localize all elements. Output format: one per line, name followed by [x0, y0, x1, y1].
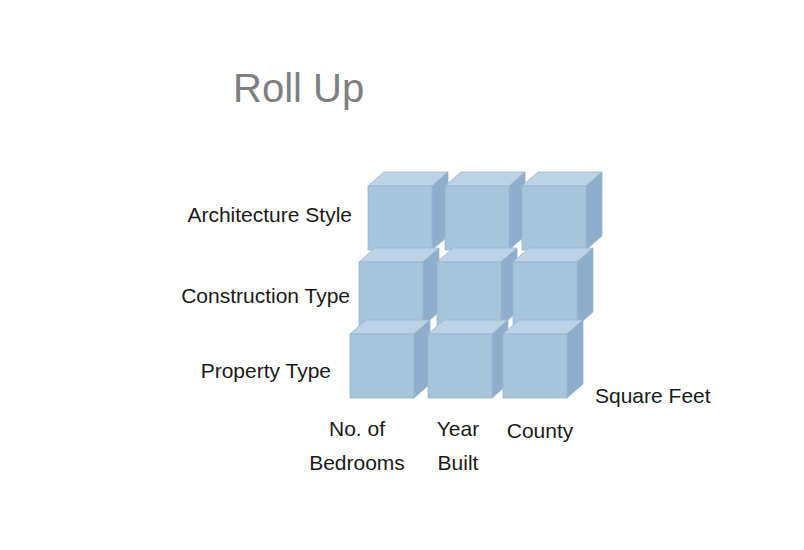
column-dimension-label: No. of Bedrooms	[295, 412, 420, 480]
cube-front	[359, 262, 423, 326]
row-dimension-label: Architecture Style	[187, 198, 352, 232]
cube-front	[503, 334, 567, 398]
column-dimension-label: Year Built	[427, 412, 489, 480]
diagram-title: Roll Up	[233, 65, 364, 111]
row-dimension-label: Construction Type	[181, 279, 350, 313]
column-dimension-label: County	[507, 414, 574, 448]
cube-front	[350, 334, 414, 398]
column-dimension-label: Square Feet	[595, 379, 711, 413]
cube-front	[428, 334, 492, 398]
cube-front	[513, 262, 577, 326]
cube-front	[368, 186, 432, 250]
cube-side	[577, 248, 593, 326]
cube-side	[586, 172, 602, 250]
cube-front	[522, 186, 586, 250]
cube-side	[567, 320, 583, 398]
row-dimension-label: Property Type	[201, 354, 331, 388]
cube-front	[445, 186, 509, 250]
cube-front	[437, 262, 501, 326]
